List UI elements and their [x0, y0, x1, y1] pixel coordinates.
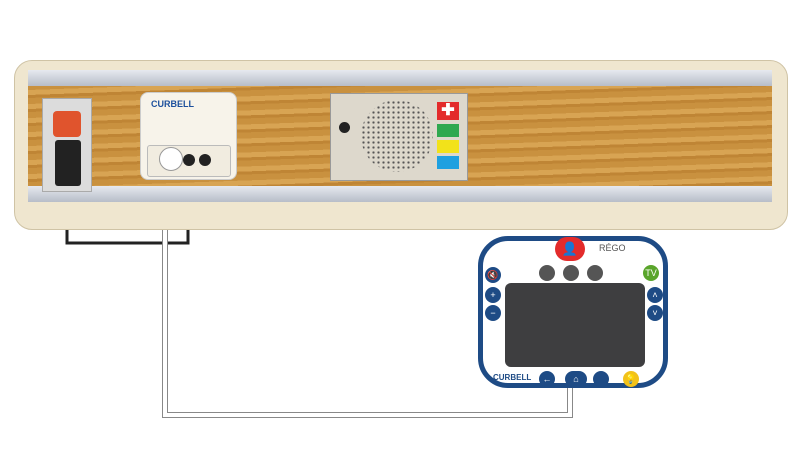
back-icon[interactable]: ←	[539, 371, 555, 387]
top-rail	[28, 70, 772, 86]
interface-box: CURBELL	[140, 92, 237, 180]
nurse-call-icon[interactable]: 👤	[555, 237, 585, 261]
outlet-face	[53, 111, 81, 137]
model-label: RÉGO	[599, 243, 626, 253]
speaker-grille	[361, 100, 433, 172]
pillow-jack[interactable]	[159, 147, 183, 171]
tv-button[interactable]: TV	[643, 265, 659, 281]
channel-down-icon[interactable]: ˅	[647, 305, 663, 321]
volume-down-icon[interactable]: −	[485, 305, 501, 321]
menu-button[interactable]	[593, 371, 609, 387]
green-button[interactable]	[437, 124, 459, 137]
water-button[interactable]	[587, 265, 603, 281]
volume-up-icon[interactable]: +	[485, 287, 501, 303]
pillow-speaker-cable	[163, 165, 572, 417]
box-logo: CURBELL	[151, 99, 194, 109]
medical-cross-icon[interactable]: ✚	[437, 102, 459, 120]
screen[interactable]	[505, 283, 645, 367]
mute-icon[interactable]: 🔇	[485, 267, 501, 283]
home-icon[interactable]: ⌂	[565, 371, 587, 387]
yellow-button[interactable]	[437, 140, 459, 153]
speaker-station: ✚	[330, 93, 468, 181]
channel-up-icon[interactable]: ˄	[647, 287, 663, 303]
jack-2[interactable]	[199, 154, 211, 166]
rego-pillow-speaker: 👤 RÉGO TV 🔇 + − ˄ ˅ CURBELL ← ⌂ 💡	[478, 236, 668, 388]
speaker-jack[interactable]	[339, 122, 350, 133]
jack-1[interactable]	[183, 154, 195, 166]
power-plug	[55, 140, 81, 186]
bottom-rail	[28, 186, 772, 202]
blue-button[interactable]	[437, 156, 459, 169]
tablet-logo: CURBELL	[493, 373, 532, 382]
light-bulb-icon[interactable]: 💡	[623, 371, 639, 387]
toilet-button[interactable]	[563, 265, 579, 281]
call-button[interactable]	[539, 265, 555, 281]
